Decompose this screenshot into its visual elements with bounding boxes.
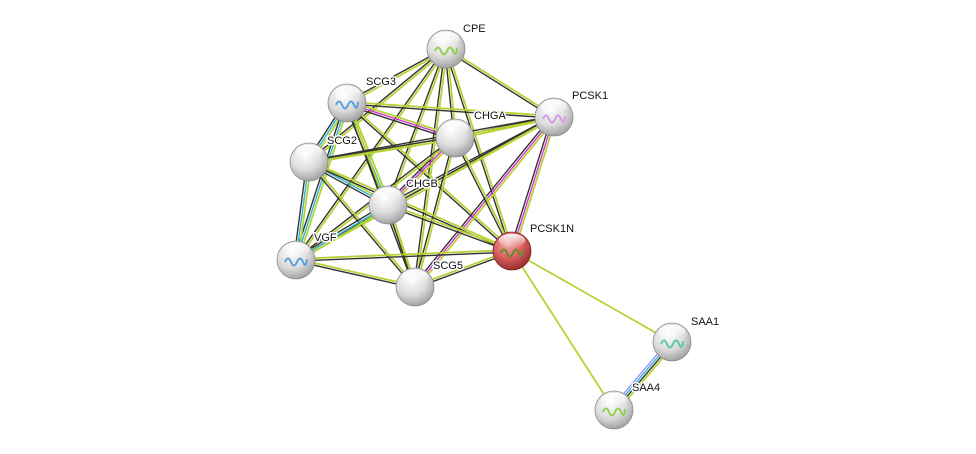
edge-pcsk1-pcsk1n-coexpression[interactable]: [509, 116, 553, 251]
protein-structure-icon: [335, 100, 359, 110]
edge-cpe-pcsk1n-textmining[interactable]: [446, 48, 514, 251]
node-highlight: [441, 120, 469, 135]
edge-scg3-vgf-textmining[interactable]: [297, 103, 350, 261]
edge-chga-scg5-textmining[interactable]: [415, 138, 457, 288]
edge-scg2-scg5-textmining[interactable]: [309, 160, 417, 287]
edge-chga-pcsk1n-textmining[interactable]: [455, 137, 514, 251]
edge-scg3-pcsk1-coexpression[interactable]: [346, 103, 554, 119]
edge-pcsk1n-saa4-textmining[interactable]: [511, 250, 615, 411]
node-highlight: [600, 392, 628, 407]
node-highlight: [432, 31, 460, 46]
node-highlight: [295, 144, 323, 159]
protein-structure-icon: [434, 46, 458, 56]
edge-pcsk1n-saa1-textmining[interactable]: [511, 250, 673, 343]
node-label: SCG2: [327, 135, 357, 147]
node-highlight: [498, 233, 526, 248]
protein-structure-icon: [660, 339, 684, 349]
node-highlight: [333, 85, 361, 100]
edge-vgf-scg5-textmining[interactable]: [296, 258, 416, 287]
edge-scg3-pcsk1n-coexpression[interactable]: [345, 103, 512, 253]
edge-scg2-scg5-coexpression[interactable]: [307, 162, 415, 289]
edge-pcsk1-scg5-coexpression[interactable]: [412, 115, 553, 287]
node-highlight: [374, 187, 402, 202]
node-chgb[interactable]: CHGB: [368, 177, 439, 225]
edge-chgb-pcsk1n-coexpression[interactable]: [387, 205, 512, 253]
node-highlight: [401, 269, 429, 284]
node-label: PCSK1: [572, 90, 608, 102]
edge-cpe-pcsk1-coexpression[interactable]: [445, 49, 554, 119]
edge-chga-scg5-coexpression[interactable]: [413, 137, 455, 287]
edge-chgb-pcsk1n-textmining[interactable]: [388, 203, 513, 251]
protein-structure-icon: [602, 407, 626, 417]
edge-pcsk1-scg5-experiments[interactable]: [414, 116, 555, 288]
edge-cpe-vgf-textmining[interactable]: [296, 49, 448, 262]
edge-pcsk1-scg2-coexpression[interactable]: [308, 115, 554, 162]
node-label: PCSK1N: [530, 223, 574, 235]
node-scg3[interactable]: SCG3: [327, 75, 397, 123]
edge-vgf-scg5-coexpression[interactable]: [295, 260, 415, 289]
node-scg2[interactable]: SCG2: [289, 134, 358, 182]
node-scg5[interactable]: SCG5: [395, 259, 464, 307]
node-highlight: [658, 324, 686, 339]
node-highlight: [540, 99, 568, 114]
node-saa1[interactable]: SAA1: [652, 315, 721, 362]
edge-pcsk1-pcsk1n-experiments[interactable]: [511, 116, 555, 252]
node-label: CPE: [463, 23, 486, 35]
edge-cpe-scg5-textmining[interactable]: [415, 49, 448, 288]
node-pcsk1[interactable]: PCSK1: [534, 89, 610, 137]
node-pcsk1n[interactable]: PCSK1N: [492, 222, 576, 271]
edge-scg3-pcsk1n-textmining[interactable]: [347, 101, 514, 251]
edge-scg2-pcsk1n-textmining[interactable]: [309, 160, 513, 251]
node-saa4[interactable]: SAA4: [594, 381, 662, 430]
protein-structure-icon: [500, 248, 524, 258]
edge-cpe-pcsk1-textmining[interactable]: [446, 47, 556, 117]
node-label: VGF: [314, 232, 337, 244]
node-cpe[interactable]: CPE: [426, 22, 487, 69]
edge-vgf-pcsk1n-coexpression[interactable]: [296, 251, 513, 262]
edge-vgf-pcsk1n-textmining[interactable]: [295, 249, 512, 260]
edge-chga-scg2-coexpression[interactable]: [308, 136, 455, 162]
edge-cpe-chgb-coexpression[interactable]: [386, 48, 446, 205]
edge-cpe-pcsk1n-coexpression[interactable]: [444, 49, 512, 252]
node-label: SCG5: [433, 260, 463, 272]
protein-structure-icon: [542, 114, 566, 124]
node-label: SCG3: [366, 76, 396, 88]
edge-chga-scg2-textmining[interactable]: [309, 138, 456, 164]
node-label: CHGB: [406, 178, 438, 190]
edge-chga-pcsk1n-coexpression[interactable]: [453, 138, 512, 252]
node-vgf[interactable]: VGF: [276, 231, 338, 280]
edge-pcsk1-pcsk1n-textmining[interactable]: [513, 117, 557, 252]
node-label: SAA4: [632, 382, 660, 394]
node-chga[interactable]: CHGA: [435, 109, 508, 158]
edge-scg3-pcsk1-textmining[interactable]: [347, 101, 555, 117]
edge-scg3-vgf-databases[interactable]: [295, 102, 348, 261]
node-label: SAA1: [691, 316, 719, 328]
node-highlight: [282, 242, 310, 257]
protein-structure-icon: [284, 257, 308, 267]
node-label: CHGA: [474, 110, 506, 122]
